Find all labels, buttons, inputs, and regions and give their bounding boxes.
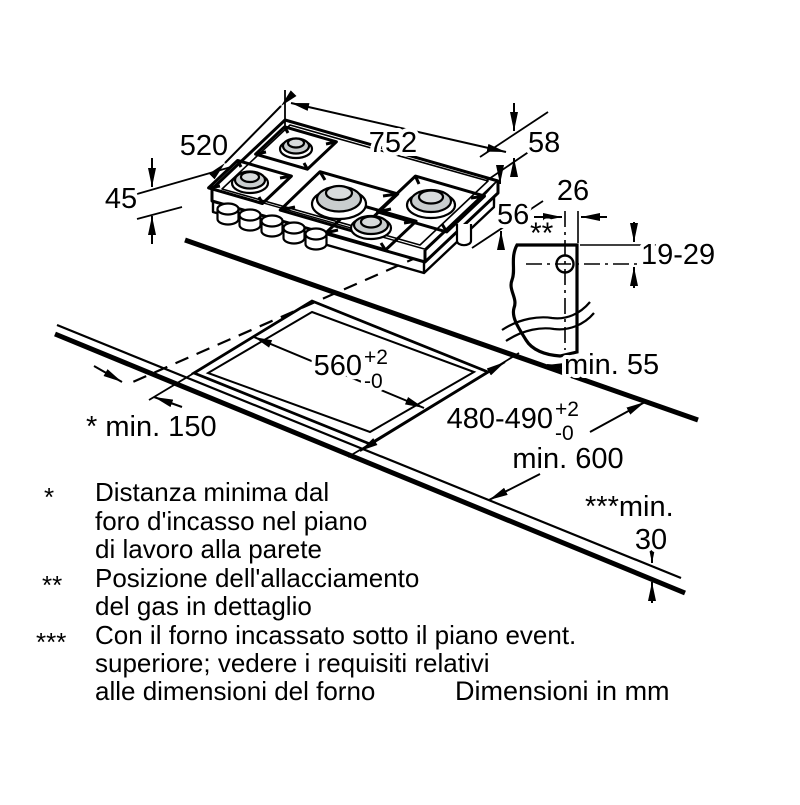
label-480-490: 480-490: [447, 403, 553, 435]
dim-480: [359, 361, 506, 452]
cutout-corner-extension: [148, 372, 195, 401]
dim-min600-lower: [488, 473, 541, 501]
knob-top: [304, 227, 328, 241]
knob-top: [282, 221, 306, 235]
hob-drawing: [207, 118, 500, 275]
dim-min150-right: [153, 396, 183, 408]
label-560: 560: [314, 350, 362, 382]
label-26: 26: [557, 175, 589, 207]
footnotes: * Distanza minima dal foro d'incasso nel…: [36, 477, 670, 706]
detail-break-arc-2: [505, 312, 595, 342]
footnote-3-line-2: superiore; vedere i requisiti relativi: [95, 648, 490, 678]
label-min55: min. 55: [564, 349, 659, 381]
footnote-2-line-1: Posizione dell'allacciamento: [95, 563, 419, 593]
gas-stub: [455, 224, 473, 247]
dim-min600-upper: [589, 401, 646, 433]
knob-top: [260, 214, 284, 228]
detail-break-arc-1: [501, 301, 591, 331]
footnote-2-line-2: del gas in dettaglio: [95, 591, 312, 621]
ext-tick-left-2: [136, 206, 183, 220]
ext-tick-56: [471, 200, 544, 249]
knob-top: [216, 202, 240, 216]
burner-cap-top: [324, 184, 354, 202]
detail-piece-outline: [509, 243, 579, 358]
label-520: 520: [180, 130, 228, 162]
dimension-lines: [93, 90, 656, 603]
footnote-3-marker: ***: [36, 627, 66, 657]
worktop-front-edge-bottom: [54, 331, 686, 596]
dim-min150-left: [93, 365, 123, 383]
footnote-1-line-2: foro d'incasso nel piano: [95, 506, 367, 536]
burner-cap-top: [239, 170, 261, 184]
footnote-1-line-1: Distanza minima dal: [95, 477, 329, 507]
label-56: 56: [497, 199, 529, 231]
label-752: 752: [369, 127, 417, 159]
knob-top: [238, 208, 262, 222]
worktop-front-edge-top: [56, 323, 682, 580]
footnote-1-line-3: di lavoro alla parete: [95, 534, 322, 564]
ext-tick-58-a: [479, 111, 549, 158]
label-58: 58: [528, 127, 560, 159]
burner-cap-top: [286, 137, 306, 149]
label-560-sub: -0: [364, 370, 383, 393]
footnote-3-line-3: alle dimensioni del forno: [95, 676, 375, 706]
label-480-sub: -0: [555, 422, 574, 445]
dim-752: [290, 102, 507, 153]
dim-520: [208, 90, 297, 180]
footnote-3-line-1: Con il forno incassato sotto il piano ev…: [95, 620, 576, 650]
wall-dashed-line: [125, 254, 421, 387]
dim-min55: [546, 362, 603, 371]
label-gas-marker: **: [530, 217, 554, 250]
label-min30-prefix: ***min.: [585, 491, 674, 523]
footnote-2-marker: **: [42, 570, 62, 600]
worktop-rear-edge: [184, 237, 699, 423]
label-480-sup: +2: [555, 398, 579, 421]
label-min30-value: 30: [635, 524, 667, 556]
units-note: Dimensioni in mm: [455, 676, 670, 706]
control-knobs: [216, 202, 328, 251]
label-min150: * min. 150: [86, 411, 217, 443]
footnote-1-marker: *: [44, 482, 54, 512]
burner-cap-top: [359, 215, 383, 229]
label-560-sup: +2: [364, 346, 388, 369]
gas-connection-detail: [501, 211, 656, 358]
pan-support-prongs: [279, 170, 399, 234]
label-min600: min. 600: [512, 443, 623, 475]
pan-support-prongs: [377, 175, 485, 233]
label-19-29: 19-29: [641, 239, 715, 271]
burner-cap-top: [417, 189, 445, 205]
ext-tick-left-1: [136, 166, 232, 195]
label-45: 45: [105, 183, 137, 215]
dimension-labels: 752 520 45 58 56 26 ** 19-29 min. 55 560…: [82, 123, 719, 560]
